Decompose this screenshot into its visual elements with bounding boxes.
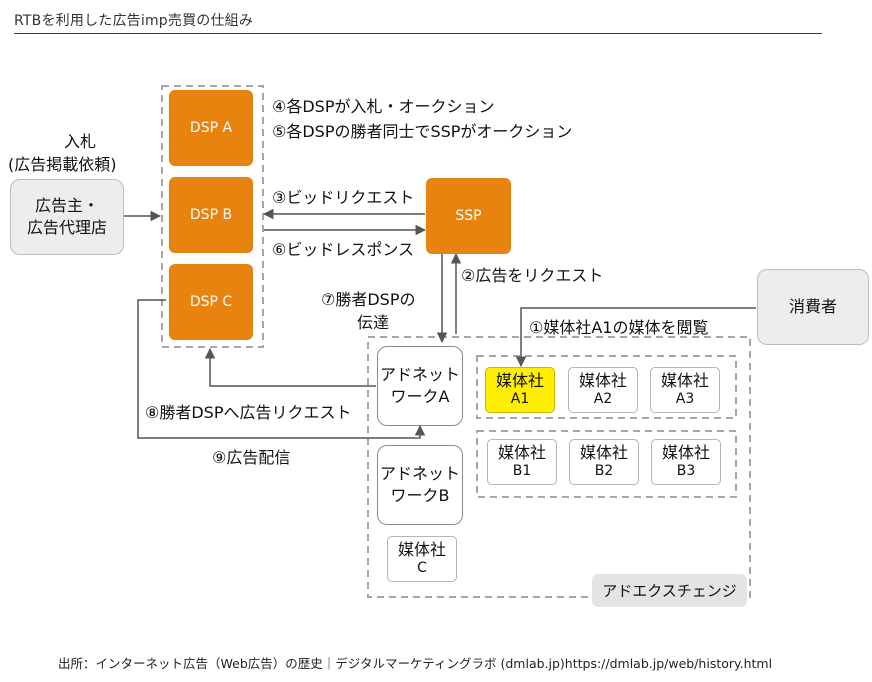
dsp-c-box: DSP C: [169, 264, 253, 340]
bid-label-line2: (広告掲載依頼): [8, 155, 117, 174]
advertiser-line2: 広告代理店: [26, 218, 107, 237]
media-b2-name: 媒体社: [579, 443, 628, 463]
step-7-label-line2: 伝達: [357, 313, 390, 332]
media-a2: 媒体社 A2: [568, 367, 638, 413]
step-4-label: ④各DSPが入札・オークション: [272, 97, 495, 116]
ad-network-b-line1: アドネット: [379, 463, 460, 483]
step-2-label: ②広告をリクエスト: [461, 266, 604, 285]
bid-label-line1: 入札: [63, 132, 96, 151]
title-underline: [14, 33, 822, 34]
ad-network-a-line1: アドネット: [379, 364, 460, 384]
advertiser-box: 広告主・ 広告代理店: [10, 179, 124, 255]
ad-network-b-box: アドネット ワークB: [377, 445, 463, 525]
media-b3-name: 媒体社: [661, 443, 710, 463]
advertiser-line1: 広告主・: [34, 196, 99, 216]
media-a2-name: 媒体社: [578, 371, 627, 391]
media-c-name: 媒体社: [397, 540, 446, 560]
media-b1-name: 媒体社: [497, 443, 546, 463]
arrow-view-media: [515, 307, 756, 368]
ad-network-a-box: アドネット ワークA: [377, 346, 463, 426]
media-c-id: C: [417, 560, 427, 577]
media-c: 媒体社 C: [387, 536, 457, 582]
media-a1: 媒体社 A1: [485, 367, 555, 413]
arrow-ad-delivery: [137, 299, 426, 439]
step-5-label: ⑤各DSPの勝者同士でSSPがオークション: [272, 122, 573, 141]
ad-network-b-line2: ワークB: [390, 486, 450, 505]
media-a1-name: 媒体社: [495, 371, 544, 391]
media-a3: 媒体社 A3: [650, 367, 720, 413]
page-title: RTBを利用した広告imp売買の仕組み: [14, 13, 254, 29]
dsp-a-box: DSP A: [169, 90, 253, 166]
step-8-label: ⑧勝者DSPへ広告リクエスト: [145, 403, 352, 422]
media-row-a-frame: [476, 355, 737, 419]
media-a3-id: A3: [675, 391, 695, 408]
media-b2-id: B2: [594, 463, 614, 480]
media-b2: 媒体社 B2: [569, 439, 639, 485]
step-7-label-line1: ⑦勝者DSPの: [321, 290, 416, 309]
ad-exchange-label: アドエクスチェンジ: [592, 574, 747, 607]
source-citation: 出所：インターネット広告（Web広告）の歴史｜デジタルマーケティングラボ (dm…: [58, 656, 773, 671]
media-b3: 媒体社 B3: [651, 439, 721, 485]
ad-network-a-line2: ワークA: [390, 387, 450, 406]
media-b1: 媒体社 B1: [487, 439, 557, 485]
media-b3-id: B3: [676, 463, 696, 480]
dsp-b-box: DSP B: [169, 177, 253, 253]
arrow-winner-ad-request: [204, 347, 376, 387]
step-9-label: ⑨広告配信: [212, 448, 291, 467]
step-6-label: ⑥ビッドレスポンス: [272, 240, 415, 259]
step-1-label: ①媒体社A1の媒体を閲覧: [529, 318, 709, 337]
consumer-box: 消費者: [757, 269, 869, 345]
media-b1-id: B1: [512, 463, 532, 480]
ad-exchange-frame: [367, 336, 751, 598]
media-a3-name: 媒体社: [660, 371, 709, 391]
media-a1-id: A1: [510, 391, 530, 408]
media-row-b-frame: [476, 430, 737, 498]
media-a2-id: A2: [593, 391, 613, 408]
step-3-label: ③ビッドリクエスト: [272, 188, 415, 207]
ssp-box: SSP: [426, 178, 511, 254]
